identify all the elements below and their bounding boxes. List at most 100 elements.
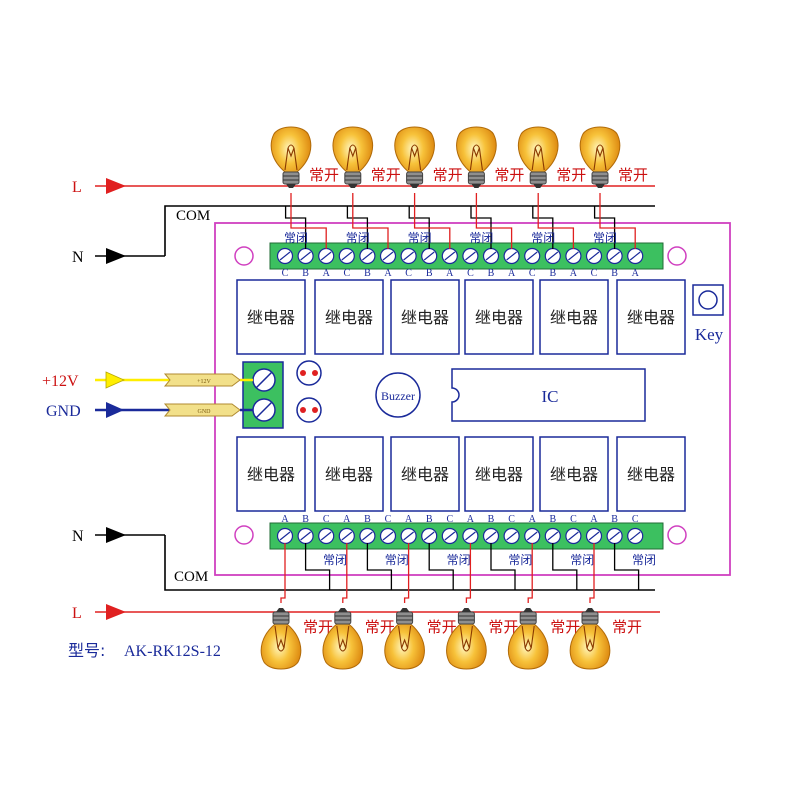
bottom-mains-wiring (95, 527, 660, 620)
top_terminal-letter: A (632, 268, 640, 279)
top-terminal-screw (359, 247, 376, 265)
top-terminal-block (269, 242, 664, 270)
bottom_terminal-letter: C (323, 514, 330, 525)
relay-label: 继电器 (247, 465, 295, 484)
bottom_terminal-letter: C (385, 514, 392, 525)
top-terminal-screw (606, 247, 623, 265)
normally-closed-label: 常闭 (469, 231, 493, 245)
bottom-com-label: COM (174, 569, 208, 585)
top-terminal-screw (379, 247, 397, 265)
normally-closed-label: 常闭 (284, 231, 308, 245)
top_terminal-letter: C (591, 268, 598, 279)
mounting-hole-bottom-right (667, 525, 687, 545)
bottom-terminal-screw (400, 527, 417, 545)
bottom_terminal-letter: C (446, 514, 453, 525)
top_terminal-letter: A (508, 268, 516, 279)
bottom-circuit-6: 常开 常闭 (570, 543, 656, 669)
light-bulb-icon (261, 608, 301, 669)
arrow-right-icon (106, 402, 124, 418)
bottom_terminal-letter: C (570, 514, 577, 525)
top-relay-5: 继电器 (539, 279, 609, 355)
normally-closed-label: 常闭 (408, 231, 432, 245)
light-bulb-icon (270, 126, 312, 189)
bottom-terminal-screw (462, 527, 479, 545)
normally-open-label: 常开 (303, 618, 333, 636)
top-terminal-screw (503, 247, 520, 265)
top_terminal-letter: B (488, 268, 495, 279)
top_terminal-letter: B (302, 268, 309, 279)
status-led-1 (296, 360, 322, 386)
arrow-right-icon (105, 371, 125, 389)
normally-open-label: 常开 (556, 166, 586, 184)
bottom-terminal-screw (503, 527, 520, 545)
top-terminal-screw (482, 247, 500, 265)
bottom_terminal-letter: B (426, 514, 433, 525)
top-com-label: COM (176, 208, 210, 224)
top_terminal-letter: A (323, 268, 331, 279)
normally-open-label: 常开 (365, 618, 395, 636)
mounting-hole-top-right (667, 246, 687, 266)
bottom-terminal-screw (544, 527, 561, 545)
normally-open-label: 常开 (494, 166, 524, 184)
bottom_terminal-letter: B (302, 514, 309, 525)
relay-row-top: 继电器继电器继电器继电器继电器继电器 (236, 279, 686, 355)
top-terminal-screw (297, 247, 314, 265)
top-terminal-screw (400, 247, 417, 265)
top_terminal-letter: C (529, 268, 536, 279)
relay-row-bottom: 继电器继电器继电器继电器继电器继电器 (236, 436, 686, 512)
top_terminal-letter: B (364, 268, 371, 279)
ic-label: IC (542, 387, 559, 406)
top_terminal-letter: A (384, 268, 392, 279)
relay-label: 继电器 (325, 465, 373, 484)
bottom_terminal-letter: B (488, 514, 495, 525)
normally-closed-label: 常闭 (508, 553, 532, 567)
normally-open-label: 常开 (309, 166, 339, 184)
gnd-connector-label: GND (198, 409, 212, 415)
model-prefix: 型号: (68, 641, 105, 660)
bottom-terminal-block (269, 522, 664, 550)
bottom_terminal-letter: C (508, 514, 515, 525)
board-outline (214, 222, 731, 576)
push-button-icon (698, 290, 718, 310)
bottom-neutral-label: N (72, 528, 84, 545)
relay-label: 继电器 (247, 308, 295, 327)
bottom-terminal-screw (276, 527, 294, 545)
status-led-2 (296, 397, 322, 423)
normally-closed-label: 常闭 (531, 231, 555, 245)
top-terminal-screw (318, 247, 335, 265)
normally-closed-label: 常闭 (632, 553, 656, 567)
buzzer: Buzzer (375, 372, 421, 418)
top-terminal-screw (524, 247, 541, 265)
bottom-terminal-screw (297, 527, 314, 545)
plus12v-label: +12V (42, 373, 79, 390)
normally-open-label: 常开 (371, 166, 401, 184)
key-button: Key (692, 284, 724, 344)
bottom-terminal-screw (524, 527, 541, 545)
top-relay-3: 继电器 (390, 279, 460, 355)
top-terminal-screw (627, 247, 644, 265)
top-terminal-screw (421, 247, 438, 265)
normally-open-label: 常开 (427, 618, 457, 636)
normally-open-label: 常开 (612, 618, 642, 636)
relay-label: 继电器 (550, 308, 598, 327)
bottom_terminal-letter: A (590, 514, 598, 525)
bottom-relay-6: 继电器 (616, 436, 686, 512)
normally-closed-label: 常闭 (570, 553, 594, 567)
top-relay-2: 继电器 (314, 279, 384, 355)
arrow-right-icon (106, 248, 126, 264)
bottom_terminal-letter: A (467, 514, 475, 525)
top-terminal-screw (585, 247, 603, 265)
bottom_terminal-letter: A (343, 514, 351, 525)
plus12v-connector-label: +12V (197, 379, 211, 385)
relay-label: 继电器 (401, 465, 449, 484)
top-live-label: L (72, 179, 82, 196)
bottom-terminal-screw (565, 527, 582, 545)
